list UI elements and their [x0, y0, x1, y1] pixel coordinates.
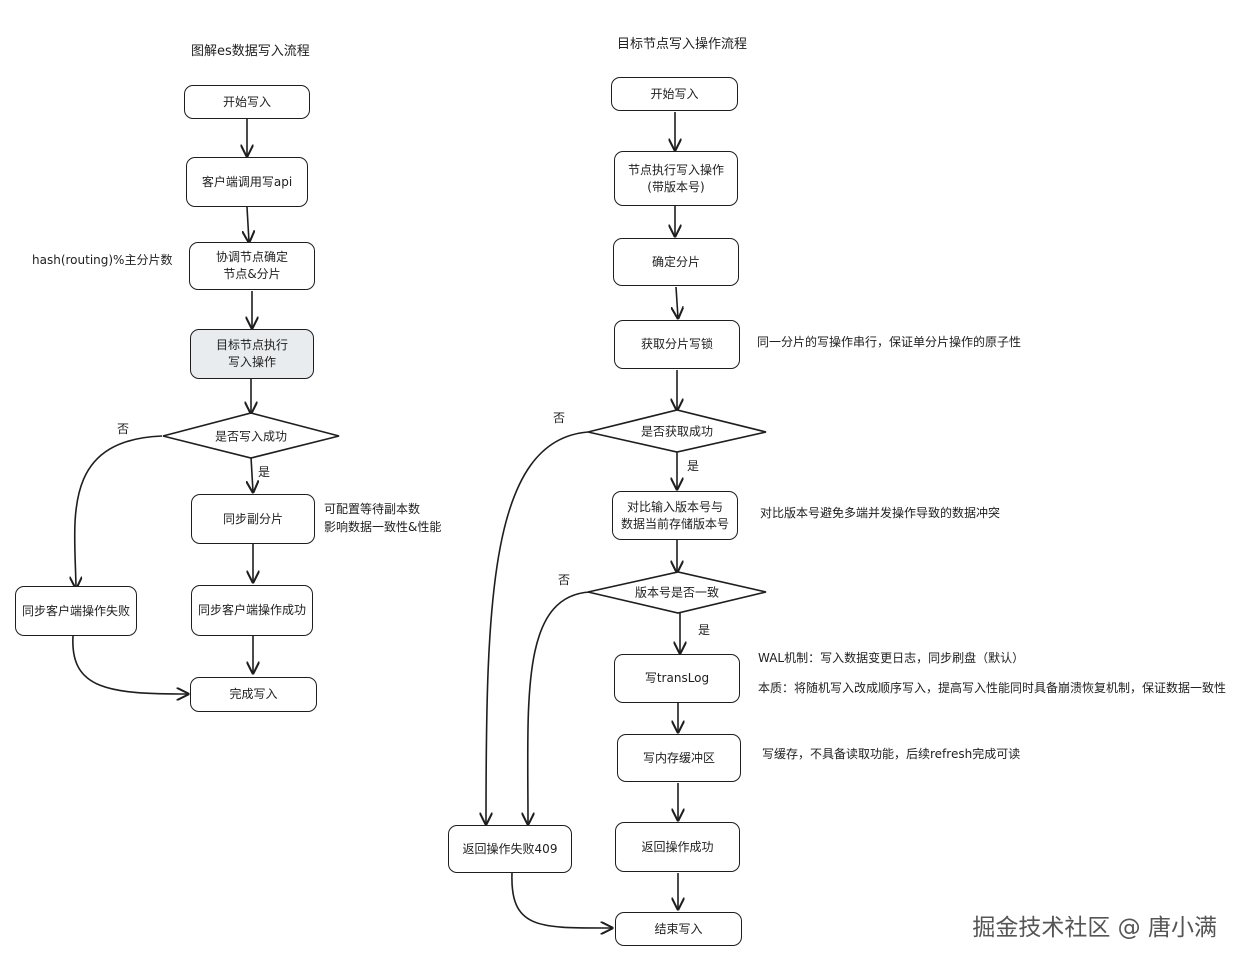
arrow-r-decision-no1 [486, 431, 589, 824]
arrow-r-fail-to-end [511, 872, 612, 928]
node-client-fail: 同步客户端操作失败 [15, 586, 137, 636]
right-diagram-title: 目标节点写入操作流程 [617, 37, 748, 52]
node-right-start: 开始写入 [611, 77, 738, 111]
node-left-start: 开始写入 [184, 85, 310, 119]
note-essence: 本质：将随机写入改成顺序写入，提高写入性能同时具备崩溃恢复机制，保证数据一致性 [758, 681, 1227, 695]
label-version-yes: 是 [698, 623, 711, 637]
arrow-client-to-coord [247, 206, 249, 242]
node-exec-with-version: 节点执行写入操作 (带版本号) [614, 151, 738, 206]
node-done: 完成写入 [190, 677, 317, 712]
label-version-no: 否 [558, 573, 571, 587]
arrow-fail-to-done [72, 635, 188, 694]
decision-version-label: 版本号是否一致 [634, 585, 720, 600]
note-version: 对比版本号避免多端并发操作导致的数据冲突 [760, 506, 1001, 520]
node-target-exec: 目标节点执行 写入操作 [190, 329, 314, 379]
decision-diamond-version [587, 571, 767, 614]
watermark: 掘金技术社区 @ 唐小满 [972, 915, 1217, 941]
node-client-call: 客户端调用写api [186, 157, 308, 207]
decision-lock-label: 是否获取成功 [640, 424, 714, 439]
note-lock: 同一分片的写操作串行，保证单分片操作的原子性 [757, 335, 1022, 349]
arrow-r-shard-to-lock [676, 286, 678, 318]
label-left-no: 否 [117, 422, 130, 436]
node-acquire-lock: 获取分片写锁 [614, 320, 740, 369]
left-diagram-title: 图解es数据写入流程 [191, 44, 310, 59]
decision-left-label: 是否写入成功 [214, 429, 288, 444]
decision-diamond-lock [587, 409, 767, 453]
node-fail-409: 返回操作失败409 [448, 825, 572, 873]
label-left-yes: 是 [258, 465, 271, 479]
note-hash-routing: hash(routing)%主分片数 [32, 253, 173, 267]
node-end: 结束写入 [615, 912, 742, 946]
node-client-success: 同步客户端操作成功 [191, 585, 313, 636]
node-return-success: 返回操作成功 [615, 822, 740, 872]
note-replica: 可配置等待副本数 影响数据一致性&性能 [324, 502, 442, 534]
label-lock-yes: 是 [687, 459, 700, 473]
note-buffer: 写缓存，不具备读取功能，后续refresh完成可读 [762, 747, 1021, 761]
node-buffer: 写内存缓冲区 [617, 734, 741, 782]
decision-diamond-left [162, 412, 340, 459]
node-determine-shard: 确定分片 [613, 238, 739, 286]
node-sync-replica: 同步副分片 [191, 494, 315, 544]
arrow-r-decision-no2 [528, 591, 591, 824]
arrow-decision-no [75, 435, 163, 588]
label-lock-no: 否 [553, 411, 566, 425]
note-wal: WAL机制：写入数据变更日志，同步刷盘（默认） [758, 651, 1025, 665]
node-compare-version: 对比输入版本号与 数据当前存储版本号 [612, 491, 738, 540]
node-translog: 写transLog [614, 654, 740, 703]
arrow-decision-yes [251, 456, 253, 492]
node-coordinator: 协调节点确定 节点&分片 [189, 242, 315, 290]
